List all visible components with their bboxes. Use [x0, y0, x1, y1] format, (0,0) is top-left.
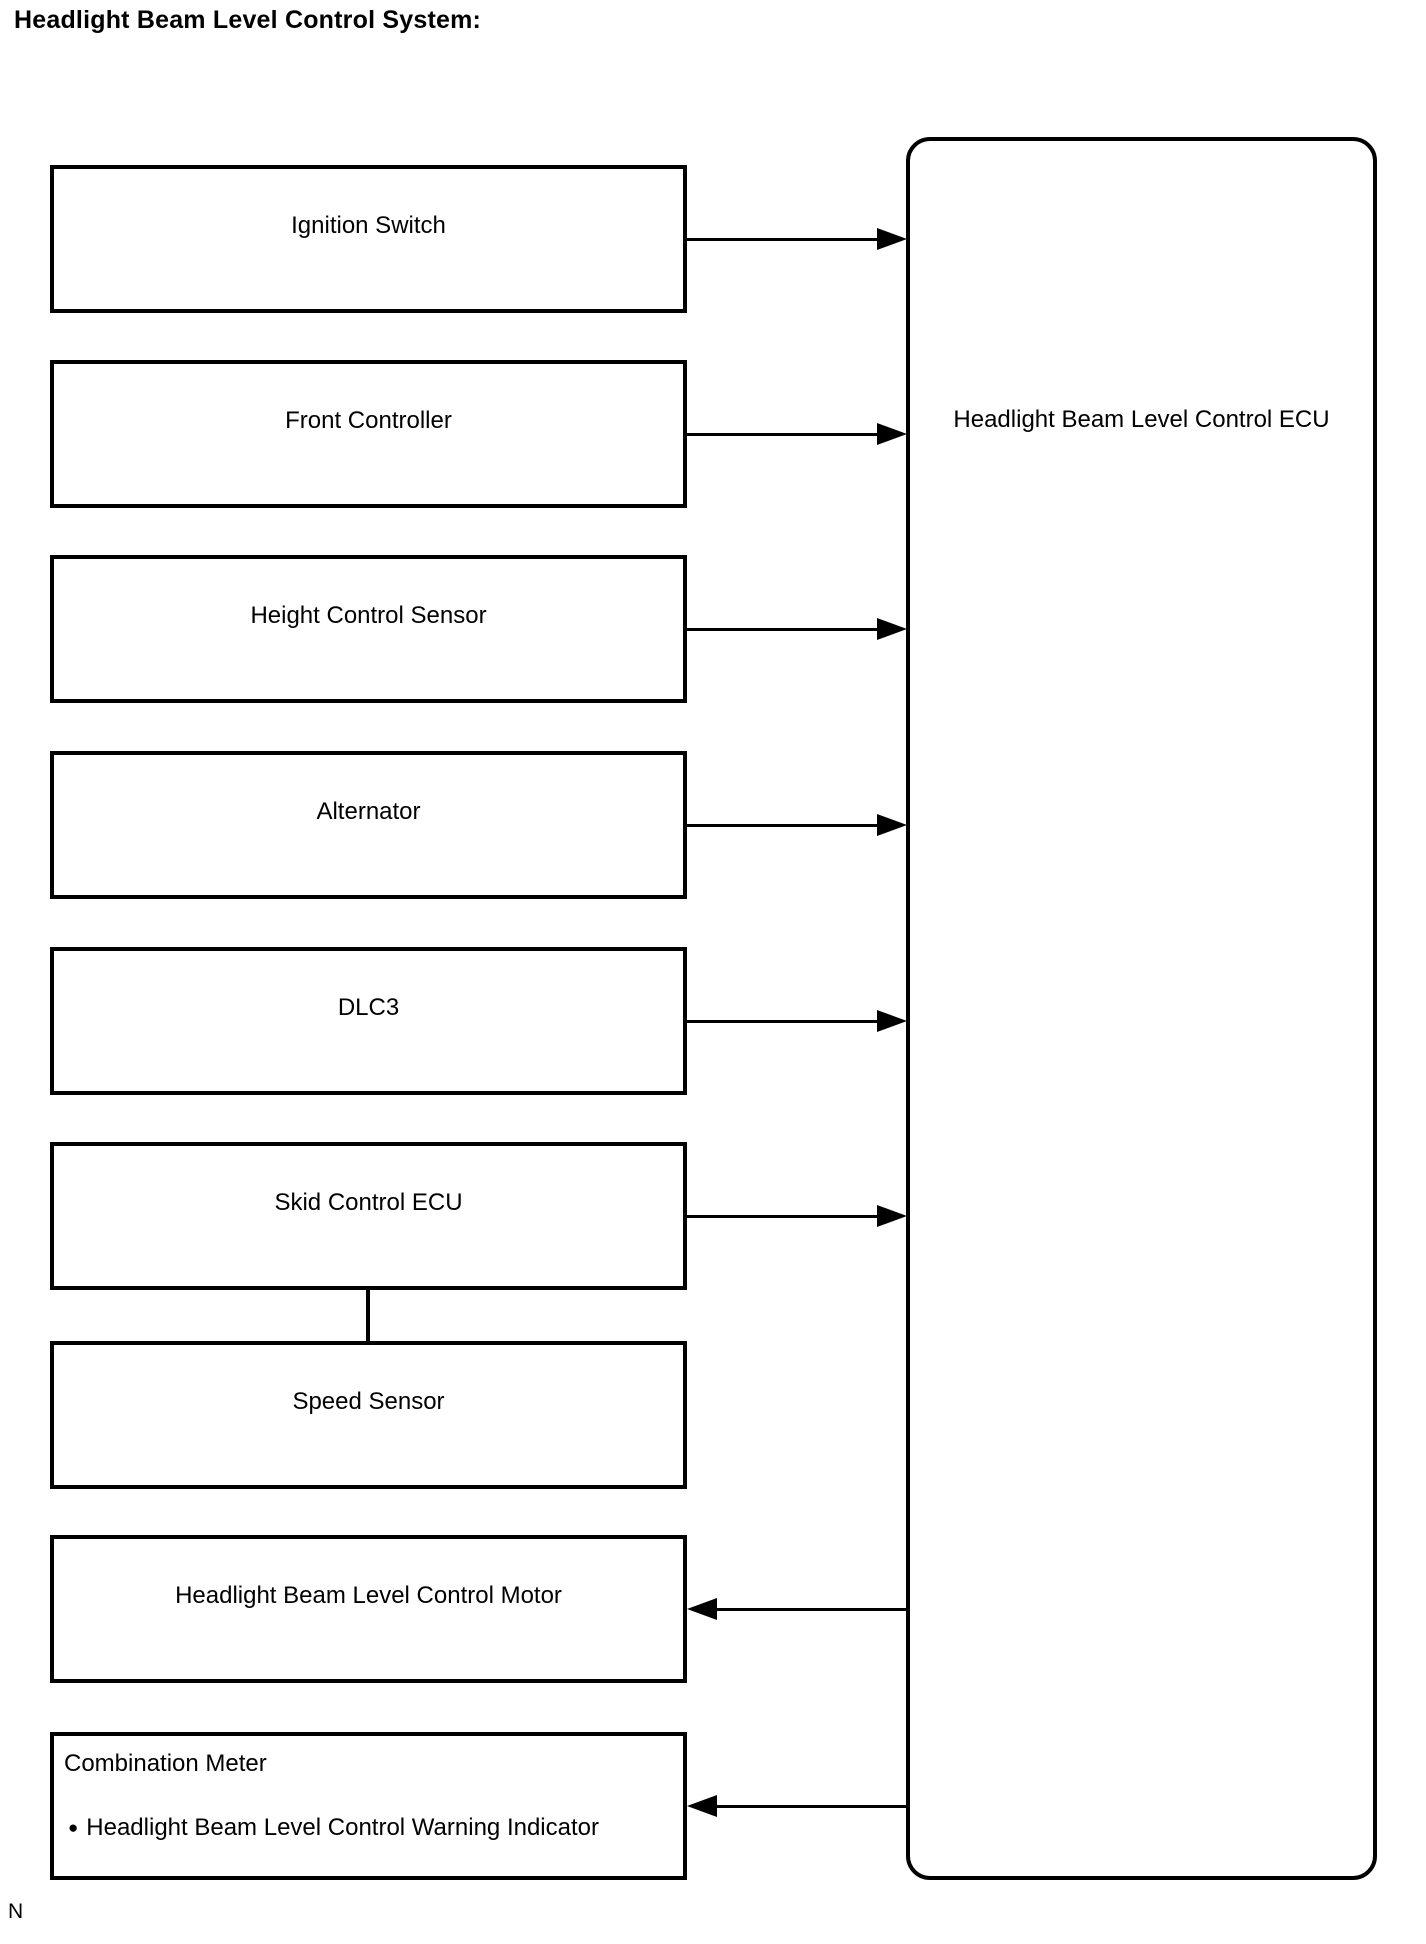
- box-combination-meter: Combination Meter ● Headlight Beam Level…: [50, 1732, 687, 1880]
- arrowhead-left-icon: [687, 1795, 717, 1817]
- arrowhead-right-icon: [877, 228, 907, 250]
- box-front-controller: Front Controller: [50, 360, 687, 508]
- arrowhead-left-icon: [687, 1598, 717, 1620]
- box-skid-control-ecu: Skid Control ECU: [50, 1142, 687, 1290]
- box-speed-sensor-label: Speed Sensor: [292, 1388, 445, 1415]
- footer-note: N: [8, 1900, 24, 1923]
- warning-indicator-label: Headlight Beam Level Control Warning Ind…: [86, 1814, 599, 1841]
- arrow-line-ecu-to-combination-meter: [714, 1805, 908, 1808]
- arrowhead-right-icon: [877, 618, 907, 640]
- box-skid-control-ecu-label: Skid Control ECU: [274, 1189, 463, 1216]
- arrow-line-ignition-to-ecu: [685, 238, 881, 241]
- box-combination-meter-label: Combination Meter: [64, 1750, 267, 1777]
- box-headlight-beam-level-control-ecu-label: Headlight Beam Level Control ECU: [953, 406, 1330, 433]
- warning-indicator-item: ● Headlight Beam Level Control Warning I…: [64, 1814, 599, 1842]
- page-title: Headlight Beam Level Control System:: [14, 6, 482, 34]
- box-ignition-switch-label: Ignition Switch: [291, 212, 446, 239]
- box-front-controller-label: Front Controller: [285, 407, 452, 434]
- box-speed-sensor: Speed Sensor: [50, 1341, 687, 1489]
- arrowhead-right-icon: [877, 423, 907, 445]
- box-alternator: Alternator: [50, 751, 687, 899]
- box-ignition-switch: Ignition Switch: [50, 165, 687, 313]
- box-headlight-beam-level-control-motor: Headlight Beam Level Control Motor: [50, 1535, 687, 1683]
- arrow-line-height-sensor-to-ecu: [685, 628, 881, 631]
- connector-skid-control-speed-sensor: [366, 1288, 370, 1344]
- bullet-icon: ●: [68, 1818, 79, 1837]
- arrow-line-skid-control-to-ecu: [685, 1215, 881, 1218]
- arrowhead-right-icon: [877, 814, 907, 836]
- arrowhead-right-icon: [877, 1205, 907, 1227]
- arrowhead-right-icon: [877, 1010, 907, 1032]
- box-alternator-label: Alternator: [316, 798, 421, 825]
- arrow-line-front-controller-to-ecu: [685, 433, 881, 436]
- box-height-control-sensor: Height Control Sensor: [50, 555, 687, 703]
- box-dlc3: DLC3: [50, 947, 687, 1095]
- box-dlc3-label: DLC3: [337, 994, 400, 1021]
- box-headlight-beam-level-control-motor-label: Headlight Beam Level Control Motor: [175, 1582, 562, 1609]
- arrow-line-dlc3-to-ecu: [685, 1020, 881, 1023]
- box-headlight-beam-level-control-ecu: [906, 137, 1377, 1880]
- arrow-line-alternator-to-ecu: [685, 824, 881, 827]
- arrow-line-ecu-to-motor: [714, 1608, 908, 1611]
- box-height-control-sensor-label: Height Control Sensor: [250, 602, 487, 629]
